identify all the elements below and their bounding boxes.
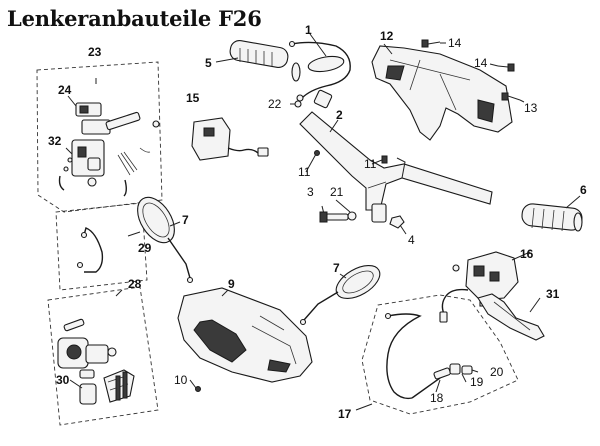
brake-assembly-28 <box>57 318 135 405</box>
callout-28: 28 <box>128 277 142 291</box>
mirror-7a <box>137 196 194 284</box>
callout-7b: 7 <box>333 261 340 275</box>
washer-21 <box>335 199 357 221</box>
callout-1: 1 <box>305 23 312 37</box>
callout-19: 19 <box>470 375 484 389</box>
callout-23: 23 <box>88 45 102 59</box>
callout-10: 10 <box>174 373 188 387</box>
callout-22: 22 <box>268 97 282 111</box>
callout-29: 29 <box>138 241 152 255</box>
callout-32: 32 <box>48 134 62 148</box>
mirror-7b <box>299 264 381 326</box>
callout-31: 31 <box>546 287 560 301</box>
lower-cover-9 <box>177 287 313 383</box>
brake-cable-17 <box>384 312 473 400</box>
callout-21: 21 <box>330 185 344 199</box>
screw-10 <box>189 379 201 392</box>
nut-4 <box>389 215 407 235</box>
callout-7a: 7 <box>182 213 189 227</box>
callout-15: 15 <box>186 91 200 105</box>
callout-17: 17 <box>338 407 352 421</box>
diagram-title: Lenkeranbauteile F26 <box>7 6 262 31</box>
screw-11b <box>371 155 388 165</box>
callout-18: 18 <box>430 391 444 405</box>
callout-6: 6 <box>580 183 587 197</box>
callout-20: 20 <box>490 365 504 379</box>
callout-13: 13 <box>524 101 538 115</box>
callout-12: 12 <box>380 29 394 43</box>
group-outline-28 <box>47 286 159 426</box>
bolt-3 <box>319 205 349 223</box>
screw-11a <box>305 150 320 173</box>
screw-22 <box>290 100 302 108</box>
callout-16: 16 <box>520 247 534 261</box>
switch-15 <box>191 117 269 161</box>
screw-14b <box>497 63 515 72</box>
callout-labels: 1 2 3 4 5 6 7 7 9 10 11 11 12 13 14 14 1… <box>48 23 587 421</box>
callout-30: 30 <box>56 373 70 387</box>
callout-5: 5 <box>205 56 212 70</box>
callout-2: 2 <box>336 108 343 122</box>
mirror-cable-29 <box>76 227 104 273</box>
switch-assembly-23 <box>58 102 160 197</box>
screw-14a <box>421 39 441 48</box>
group-outline-29 <box>55 202 148 291</box>
brake-lever-31 <box>477 293 545 341</box>
callout-4: 4 <box>408 233 415 247</box>
callout-3: 3 <box>307 185 314 199</box>
handlebar-2 <box>299 89 493 223</box>
callout-14b: 14 <box>474 56 488 70</box>
upper-cover-12 <box>371 45 513 141</box>
left-grip-5 <box>229 39 301 82</box>
callout-9: 9 <box>228 277 235 291</box>
group-outline-17 <box>361 294 519 415</box>
leader-lines <box>65 33 581 411</box>
right-grip-6 <box>521 203 583 232</box>
callout-11a: 11 <box>298 165 311 179</box>
callout-11b: 11 <box>364 157 377 171</box>
callout-14a: 14 <box>448 36 462 50</box>
callout-24: 24 <box>58 83 72 97</box>
switch-16 <box>439 251 519 323</box>
screw-13 <box>501 92 521 101</box>
throttle-cable-1 <box>288 40 351 102</box>
